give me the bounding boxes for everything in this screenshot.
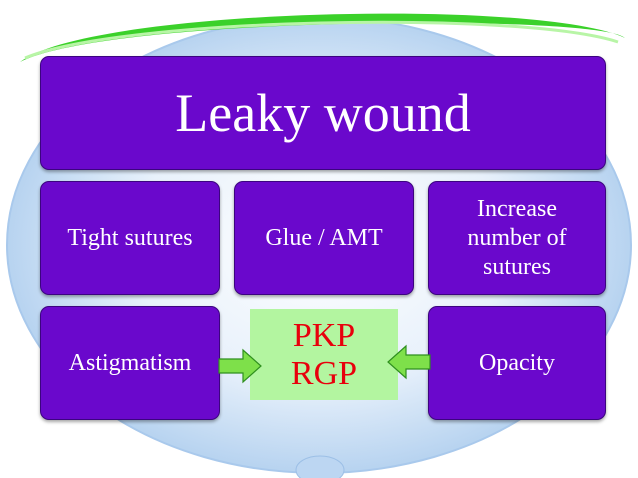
increase-sutures-line-2: number of bbox=[467, 224, 567, 251]
opacity-text: Opacity bbox=[479, 349, 555, 376]
arrow-left-icon bbox=[387, 344, 431, 380]
increase-sutures-line-1: Increase bbox=[477, 195, 557, 222]
astigmatism-box: Astigmatism bbox=[40, 306, 220, 420]
astigmatism-text: Astigmatism bbox=[68, 349, 192, 376]
pkp-rgp-box: PKP RGP bbox=[250, 309, 398, 400]
bottom-bubble bbox=[295, 455, 345, 478]
arrow-right-icon bbox=[218, 348, 262, 384]
title-box: Leaky wound bbox=[40, 56, 606, 170]
tight-sutures-text: Tight sutures bbox=[67, 224, 193, 251]
pkp-text: PKP bbox=[292, 316, 356, 354]
green-swoosh-inner bbox=[24, 20, 619, 60]
rgp-text: RGP bbox=[290, 354, 358, 392]
increase-sutures-line-3: sutures bbox=[483, 253, 551, 280]
tight-sutures-box: Tight sutures bbox=[40, 181, 220, 295]
opacity-box: Opacity bbox=[428, 306, 606, 420]
glue-amt-box: Glue / AMT bbox=[234, 181, 414, 295]
title-text: Leaky wound bbox=[175, 83, 471, 143]
glue-amt-text: Glue / AMT bbox=[265, 224, 383, 251]
green-swoosh bbox=[20, 13, 625, 62]
increase-sutures-box: Increase number of sutures bbox=[428, 181, 606, 295]
